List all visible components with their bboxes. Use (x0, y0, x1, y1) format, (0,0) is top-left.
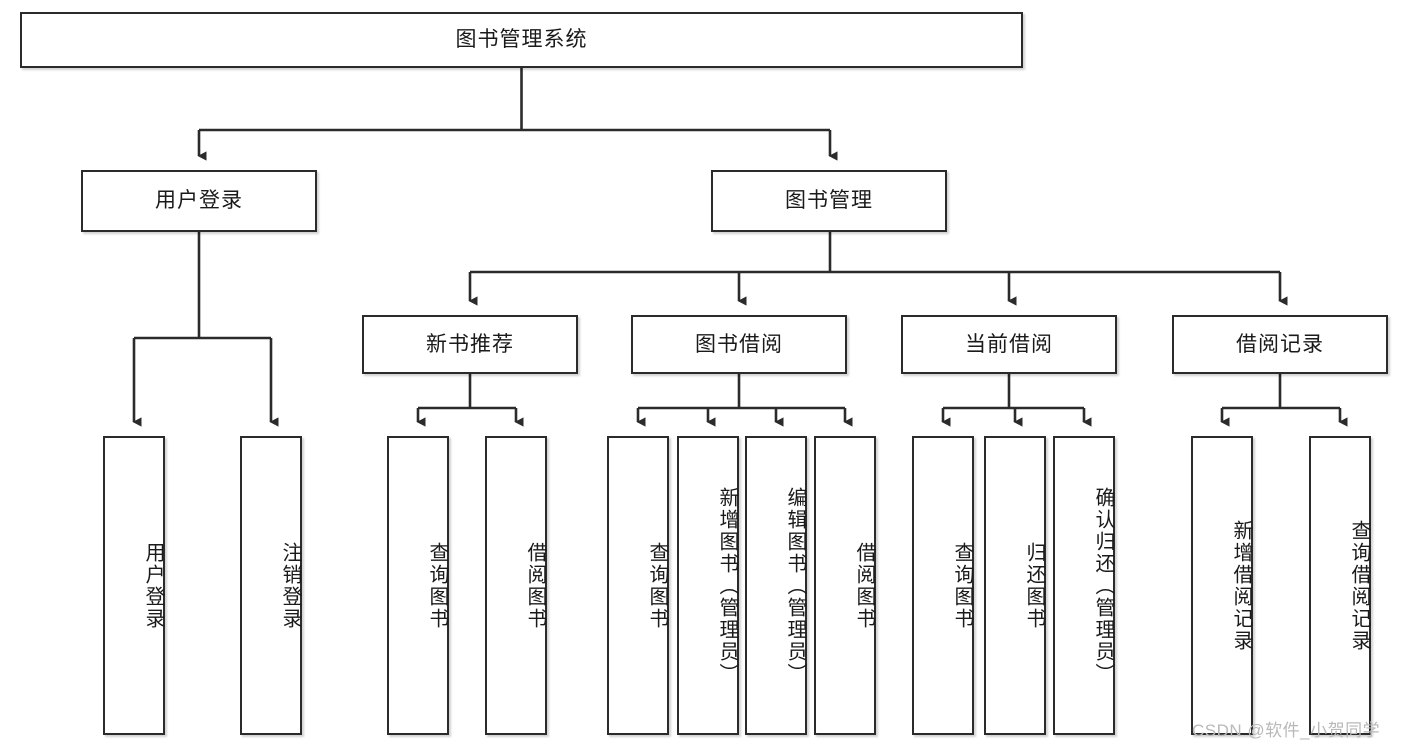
leaf-query-borrow-record[interactable]: 查询借阅记录 (1309, 436, 1371, 735)
leaf-add-book-admin[interactable]: 新增图书（管理员） (677, 436, 739, 735)
node-current-borrow[interactable]: 当前借阅 (901, 315, 1117, 374)
leaf-query-book-nb[interactable]: 查询图书 (387, 436, 449, 735)
leaf-label: 归还图书 (1023, 541, 1045, 630)
node-user-login-label: 用户登录 (155, 189, 243, 213)
node-book-management-label: 图书管理 (785, 189, 873, 213)
leaf-label: 查询图书 (426, 541, 448, 630)
node-borrow-record[interactable]: 借阅记录 (1172, 315, 1388, 374)
node-root[interactable]: 图书管理系统 (20, 12, 1023, 68)
leaf-label: 新增借阅记录 (1230, 519, 1252, 652)
leaf-label: 注销登录 (279, 541, 301, 630)
leaf-return-book[interactable]: 归还图书 (984, 436, 1046, 735)
leaf-logout[interactable]: 注销登录 (240, 436, 302, 735)
leaf-add-borrow-record[interactable]: 新增借阅记录 (1191, 436, 1253, 735)
node-borrow-record-label: 借阅记录 (1236, 332, 1324, 356)
leaf-label: 确认归还（管理员） (1092, 486, 1114, 685)
leaf-query-book-cb[interactable]: 查询图书 (912, 436, 974, 735)
leaf-edit-book-admin[interactable]: 编辑图书（管理员） (745, 436, 807, 735)
leaf-borrow-book-nb[interactable]: 借阅图书 (485, 436, 547, 735)
leaf-label: 新增图书（管理员） (716, 486, 738, 685)
node-new-book-recommend-label: 新书推荐 (426, 332, 514, 356)
leaf-label: 编辑图书（管理员） (784, 486, 806, 685)
leaf-label: 借阅图书 (853, 541, 875, 630)
leaf-confirm-return-admin[interactable]: 确认归还（管理员） (1053, 436, 1115, 735)
node-current-borrow-label: 当前借阅 (965, 332, 1053, 356)
leaf-label: 查询图书 (646, 541, 668, 630)
leaf-query-book-bw[interactable]: 查询图书 (607, 436, 669, 735)
watermark: CSDN @软件_小贺同学 (1192, 721, 1381, 740)
leaf-label: 用户登录 (142, 541, 164, 630)
leaf-user-login[interactable]: 用户登录 (103, 436, 165, 735)
leaf-label: 借阅图书 (524, 541, 546, 630)
node-root-label: 图书管理系统 (455, 28, 588, 52)
leaf-label: 查询图书 (951, 541, 973, 630)
node-book-borrow-label: 图书借阅 (695, 332, 783, 356)
leaf-label: 查询借阅记录 (1348, 519, 1370, 652)
node-book-borrow[interactable]: 图书借阅 (631, 315, 847, 374)
node-new-book-recommend[interactable]: 新书推荐 (362, 315, 578, 374)
node-book-management[interactable]: 图书管理 (711, 170, 947, 232)
node-user-login[interactable]: 用户登录 (81, 170, 317, 232)
leaf-borrow-book-bw[interactable]: 借阅图书 (814, 436, 876, 735)
